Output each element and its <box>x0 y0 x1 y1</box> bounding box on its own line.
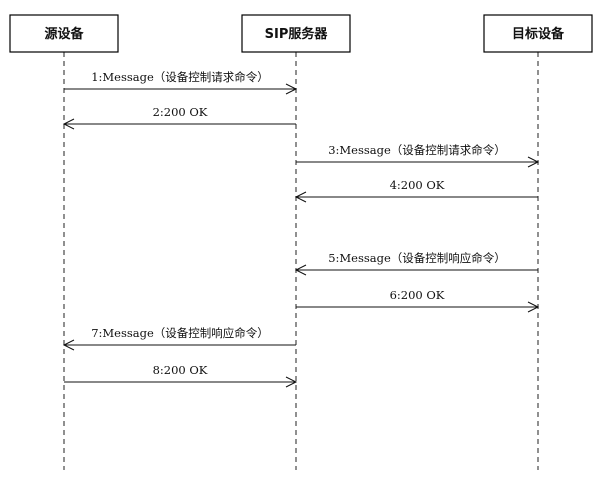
actor-box-source <box>9 14 119 53</box>
actor-source: 源设备 <box>9 14 119 53</box>
message-label: 3:Message（设备控制请求命令） <box>328 143 506 157</box>
actor-box-target <box>483 14 593 53</box>
message-1: 1:Message（设备控制请求命令） <box>64 70 298 95</box>
message-3: 3:Message（设备控制请求命令） <box>296 143 540 168</box>
message-label: 7:Message（设备控制响应命令） <box>91 326 269 340</box>
actor-server: SIP服务器 <box>241 14 351 53</box>
message-label: 6:200 OK <box>390 288 445 302</box>
message-label: 8:200 OK <box>153 363 208 377</box>
arrowhead-icon <box>294 264 307 276</box>
actor-label-source: 源设备 <box>44 26 84 42</box>
message-4: 4:200 OK <box>294 178 538 203</box>
message-label: 2:200 OK <box>153 105 208 119</box>
arrowhead-icon <box>294 191 307 203</box>
message-5: 5:Message（设备控制响应命令） <box>294 251 538 276</box>
actor-label-target: 目标设备 <box>512 26 565 42</box>
messages: 1:Message（设备控制请求命令） 2:200 OK 3:Message（设备控… <box>62 70 540 388</box>
arrowhead-icon <box>527 301 540 313</box>
message-label: 1:Message（设备控制请求命令） <box>91 70 269 84</box>
arrowhead-icon <box>62 339 75 351</box>
arrowhead-icon <box>527 156 540 168</box>
arrowhead-icon <box>285 83 298 95</box>
message-2: 2:200 OK <box>62 105 296 130</box>
message-7: 7:Message（设备控制响应命令） <box>62 326 296 351</box>
actor-target: 目标设备 <box>483 14 593 53</box>
arrowhead-icon <box>285 376 298 388</box>
message-8: 8:200 OK <box>64 363 298 388</box>
actor-label-server: SIP服务器 <box>265 26 329 42</box>
lifelines <box>63 52 539 470</box>
message-6: 6:200 OK <box>296 288 540 313</box>
message-label: 4:200 OK <box>390 178 445 192</box>
actor-box-server <box>241 14 351 53</box>
arrowhead-icon <box>62 118 75 130</box>
message-label: 5:Message（设备控制响应命令） <box>328 251 506 265</box>
